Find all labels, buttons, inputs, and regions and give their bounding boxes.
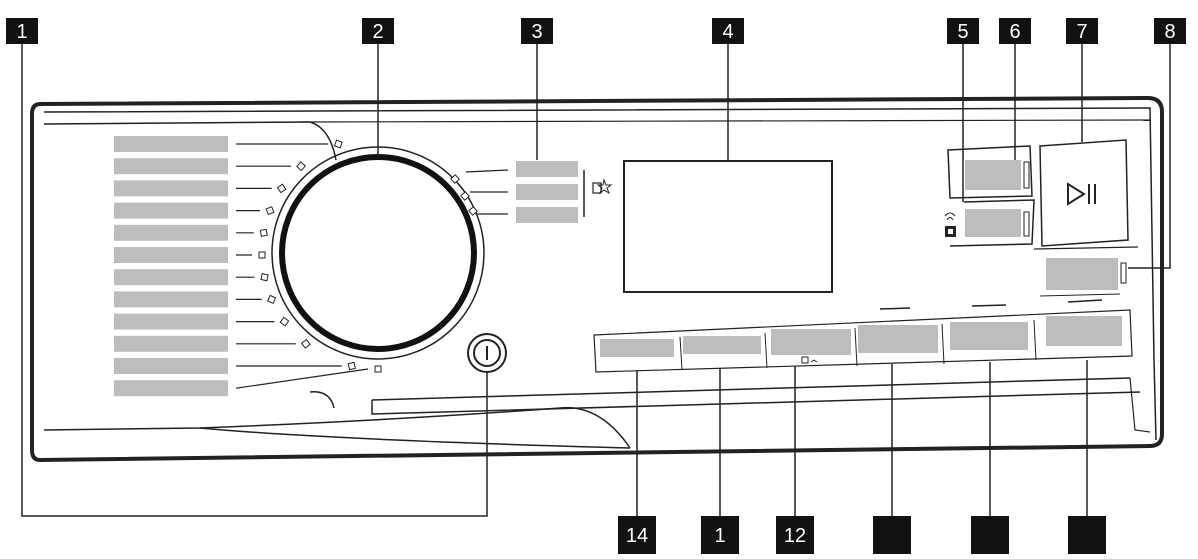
favourite-option-1[interactable] [516,161,578,177]
svg-text:7: 7 [1076,21,1087,43]
program-item-5 [114,224,228,241]
dial-led-11 [347,361,356,371]
dial-led-3 [276,183,287,194]
callout-14: 14 [618,516,656,554]
dial-led-2 [296,161,306,172]
steam-icon [801,356,818,364]
program-item-11 [114,358,228,374]
option-button-10[interactable] [950,322,1028,350]
callout-13: 1 [701,516,739,554]
bottom-option-row [593,299,1133,373]
display-screen [623,160,833,293]
panel-body [30,95,1164,463]
svg-text:6: 6 [1009,21,1020,43]
program-item-6 [114,247,228,263]
svg-text:5: 5 [957,21,968,43]
dial-led-10 [300,338,311,349]
svg-text:12: 12 [784,525,806,547]
play-pause-icon [1067,182,1096,206]
svg-text:1: 1 [714,525,725,547]
program-item-10 [114,335,228,352]
svg-text:4: 4 [722,21,733,43]
callout-6: 6 [999,18,1031,44]
favourite-option-3[interactable] [516,207,578,223]
dial-led-9 [279,316,290,327]
callout-10 [971,516,1009,554]
option-button-14[interactable] [600,339,674,357]
program-item-2 [114,158,228,175]
program-item-3 [114,180,228,197]
callout-5: 5 [947,18,979,44]
program-list [114,136,369,397]
callout-7: 7 [1066,18,1098,44]
dial-led-6 [258,251,266,259]
favourite-option-2[interactable] [516,184,578,200]
program-leader-12 [235,368,369,389]
option-button-top[interactable] [965,160,1021,190]
power-button[interactable] [467,333,507,373]
svg-text:8: 8 [1164,21,1175,43]
program-item-7 [114,269,228,286]
program-item-9 [114,313,228,330]
svg-text:3: 3 [531,21,542,43]
program-item-12 [114,380,228,397]
option-button-12[interactable] [771,329,851,355]
option-buttons-right [944,145,1035,247]
remote-control-icon [944,212,956,237]
svg-text:2: 2 [372,21,383,43]
dial-led-7 [260,273,269,282]
favourite-star-icon [592,178,613,195]
leader-lines [21,40,1171,517]
option-button-11[interactable] [858,325,938,353]
dial-led-5 [259,228,268,237]
callout-12: 12 [776,516,814,554]
callout-2: 2 [362,18,394,44]
option-button-13[interactable] [683,336,761,354]
svg-text:14: 14 [626,525,648,547]
favourite-options [450,161,613,223]
start-pause-button[interactable] [1039,139,1129,247]
callout-4: 4 [712,18,744,44]
program-item-1 [114,136,228,152]
callout-11 [873,516,911,554]
dial-led-4 [265,206,275,216]
dial-led-8 [267,294,277,305]
callout-3: 3 [521,18,553,44]
svg-text:1: 1 [16,21,27,43]
option-button-8[interactable] [1033,246,1139,297]
callout-8: 8 [1154,18,1186,44]
dial-led-1 [333,139,343,149]
dial-led-12 [374,365,382,373]
remote-control-button[interactable] [965,209,1021,237]
dial-led-ring [258,139,382,373]
program-item-4 [114,202,228,219]
callout-9 [1068,516,1106,554]
option-button-9[interactable] [1046,316,1122,346]
program-item-8 [114,291,228,308]
callout-1: 1 [6,18,38,44]
